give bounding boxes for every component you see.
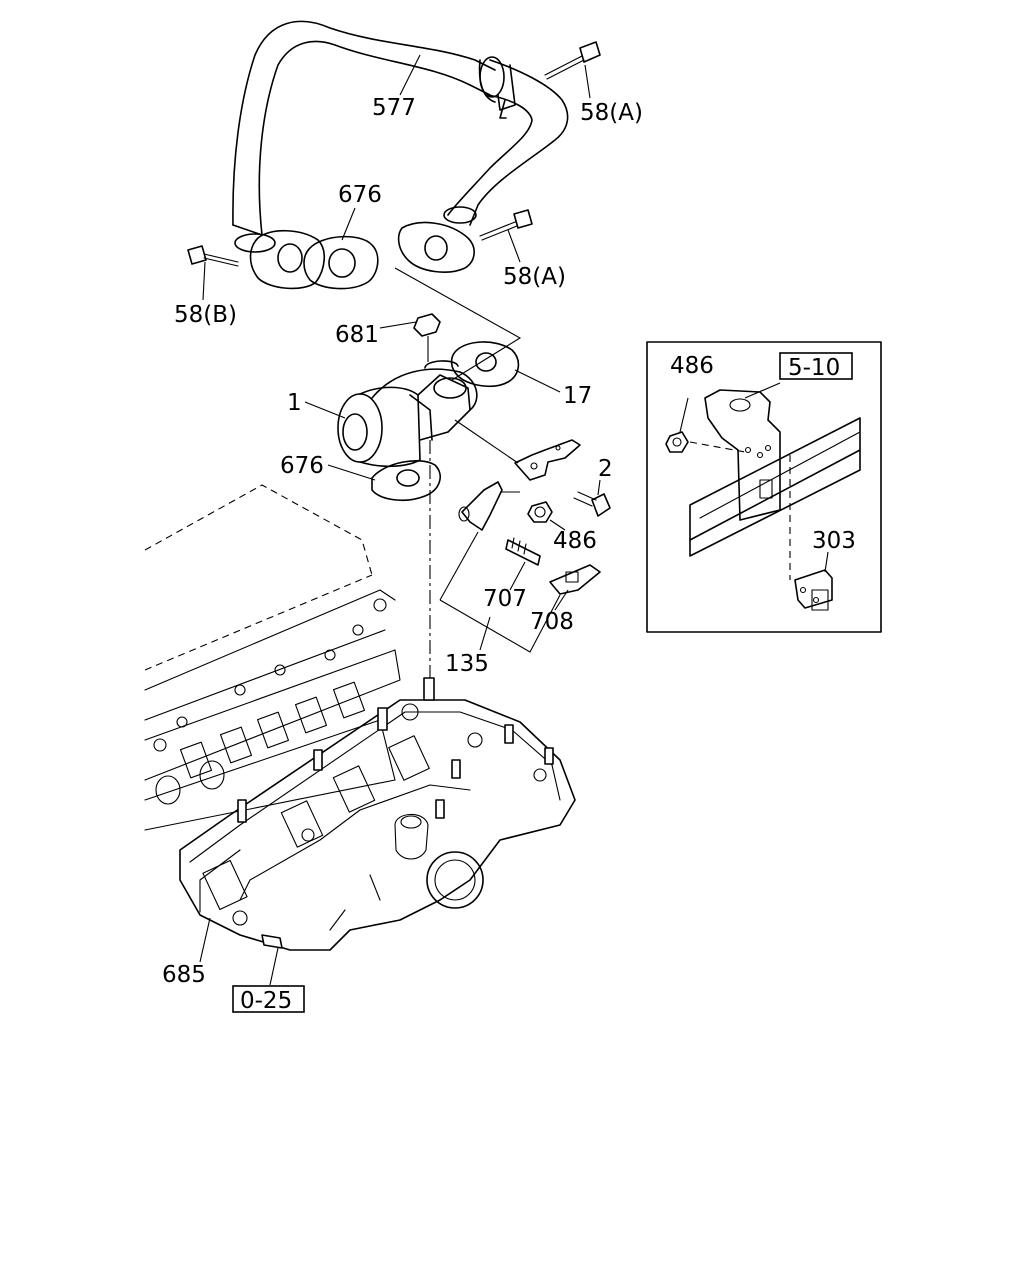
label-707: 707 — [483, 586, 527, 612]
inset-bracket-5-10 — [704, 389, 781, 521]
label-58a-mid: 58(A) — [503, 264, 566, 290]
ref-box-0-25 — [232, 985, 305, 1013]
manifold-studs — [237, 677, 554, 949]
label-17: 17 — [563, 383, 592, 409]
egr-pipe-577 — [232, 20, 569, 253]
inset-frame — [646, 341, 882, 633]
clip-708 — [549, 564, 601, 595]
label-135: 135 — [445, 651, 489, 677]
bolt-58b — [187, 245, 239, 267]
label-676-upper: 676 — [338, 182, 382, 208]
intake-manifold-685 — [179, 699, 576, 951]
ref-label-5-10: 5-10 — [788, 355, 840, 381]
gasket-676-upper — [303, 235, 379, 290]
label-58a-top: 58(A) — [580, 100, 643, 126]
label-58b: 58(B) — [174, 302, 237, 328]
cylinder-head-face — [144, 598, 401, 831]
label-2: 2 — [598, 456, 613, 482]
nut-681 — [413, 313, 441, 362]
ref-box-5-10 — [779, 352, 853, 380]
gasket-676-lower — [371, 460, 441, 502]
label-685: 685 — [162, 962, 206, 988]
label-676-lower: 676 — [280, 453, 324, 479]
cylinder-head-cover — [144, 484, 396, 721]
gasket-17 — [450, 341, 520, 388]
bolt-2 — [573, 491, 611, 517]
nut-486 — [527, 501, 553, 523]
label-inset-303: 303 — [812, 528, 856, 554]
label-inset-486: 486 — [670, 353, 714, 379]
inset-bracket-303 — [789, 455, 833, 611]
label-1: 1 — [287, 390, 302, 416]
bolt-58a-top — [544, 41, 601, 80]
bracket-plate — [454, 419, 581, 481]
ref-label-0-25: 0-25 — [240, 988, 292, 1014]
bracket-135-arm — [458, 481, 520, 531]
leader-lines — [199, 54, 829, 986]
pipe-flange-left — [249, 229, 325, 290]
egr-valve-1 — [337, 360, 478, 468]
inset-nut-486 — [665, 431, 746, 453]
label-577: 577 — [372, 95, 416, 121]
label-708: 708 — [530, 609, 574, 635]
bolt-58a-mid — [479, 209, 533, 241]
label-486: 486 — [553, 528, 597, 554]
label-681: 681 — [335, 322, 379, 348]
stud-707 — [505, 537, 541, 566]
pipe-flange-right — [397, 221, 475, 273]
